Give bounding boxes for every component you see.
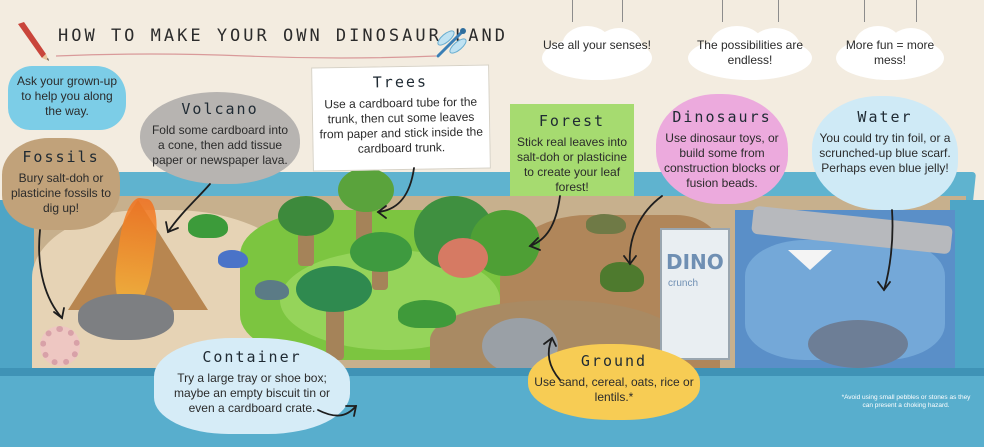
label-grown-up: Ask your grown-up to help you along the … bbox=[8, 66, 126, 130]
label-title: Fossils bbox=[22, 148, 100, 166]
toy-dinosaur bbox=[255, 280, 289, 300]
cloud-text: The possibilities are endless! bbox=[696, 38, 804, 67]
tray-front-wall bbox=[0, 368, 984, 447]
label-title: Water bbox=[857, 108, 913, 126]
tree-leaves bbox=[296, 266, 372, 312]
boat-icon bbox=[788, 250, 832, 270]
label-title: Ground bbox=[580, 352, 648, 370]
fossil-rock bbox=[78, 294, 174, 340]
label-text: Use dinosaur toys, or build some from co… bbox=[663, 130, 781, 190]
label-text: Ask your grown-up to help you along the … bbox=[16, 74, 118, 118]
label-fossils: Fossils Bury salt-doh or plasticine foss… bbox=[2, 138, 120, 230]
toy-dinosaur bbox=[188, 214, 228, 238]
cloud-possibilities: The possibilities are endless! bbox=[688, 0, 812, 84]
label-volcano: Volcano Fold some cardboard into a cone,… bbox=[140, 92, 300, 184]
toy-dinosaur bbox=[586, 214, 626, 234]
label-dinosaurs: Dinosaurs Use dinosaur toys, or build so… bbox=[656, 94, 788, 204]
pencil-icon bbox=[18, 22, 49, 61]
dragonfly-icon bbox=[436, 28, 467, 58]
ammonite-icon bbox=[40, 326, 80, 366]
tree-leaves bbox=[350, 232, 412, 272]
label-title: Volcano bbox=[181, 100, 259, 118]
toy-dinosaur bbox=[218, 250, 248, 268]
tree-leaves bbox=[278, 196, 334, 236]
label-ground: Ground Use sand, cereal, oats, rice or l… bbox=[528, 344, 700, 420]
label-text: Use sand, cereal, oats, rice or lentils.… bbox=[534, 374, 694, 404]
cereal-box-brand: DINO bbox=[666, 250, 724, 274]
label-text: You could try tin foil, or a scrunched-u… bbox=[819, 130, 951, 175]
tray-front-edge bbox=[0, 368, 984, 376]
tray-left-wall bbox=[0, 200, 34, 380]
tree-leaves bbox=[338, 168, 394, 212]
label-text: Stick real leaves into salt-doh or plast… bbox=[516, 134, 628, 194]
toy-dinosaur bbox=[600, 262, 644, 292]
label-trees: Trees Use a cardboard tube for the trunk… bbox=[311, 64, 491, 172]
title-underline bbox=[56, 53, 436, 59]
label-text: Bury salt-doh or plasticine fossils to d… bbox=[10, 170, 112, 215]
label-text: Fold some cardboard into a cone, then ad… bbox=[151, 122, 289, 167]
cloud-text: Use all your senses! bbox=[542, 38, 652, 52]
label-text: Use a cardboard tube for the trunk, then… bbox=[319, 94, 484, 156]
blue-rock bbox=[808, 320, 908, 368]
footnote: *Avoid using small pebbles or stones as … bbox=[841, 394, 971, 410]
cloud-mess: More fun = more mess! bbox=[836, 0, 944, 84]
toy-dinosaur bbox=[398, 300, 456, 328]
leaf-forest bbox=[438, 238, 488, 278]
label-title: Container bbox=[202, 348, 302, 366]
cereal-box-sub: crunch bbox=[668, 278, 699, 289]
label-title: Forest bbox=[538, 112, 606, 130]
cereal-box bbox=[660, 228, 730, 360]
cloud-text: More fun = more mess! bbox=[845, 38, 935, 67]
label-container: Container Try a large tray or shoe box; … bbox=[154, 338, 350, 434]
label-water: Water You could try tin foil, or a scrun… bbox=[812, 96, 958, 210]
label-title: Trees bbox=[372, 72, 429, 92]
tray-right-wall bbox=[950, 200, 984, 380]
label-forest: Forest Stick real leaves into salt-doh o… bbox=[510, 104, 634, 196]
cloud-senses: Use all your senses! bbox=[542, 0, 652, 84]
tree-trunk bbox=[298, 226, 314, 266]
label-text: Try a large tray or shoe box; maybe an e… bbox=[173, 370, 331, 415]
label-title: Dinosaurs bbox=[672, 108, 772, 126]
page-title: How to make your own Dinosaur Land bbox=[58, 26, 508, 46]
